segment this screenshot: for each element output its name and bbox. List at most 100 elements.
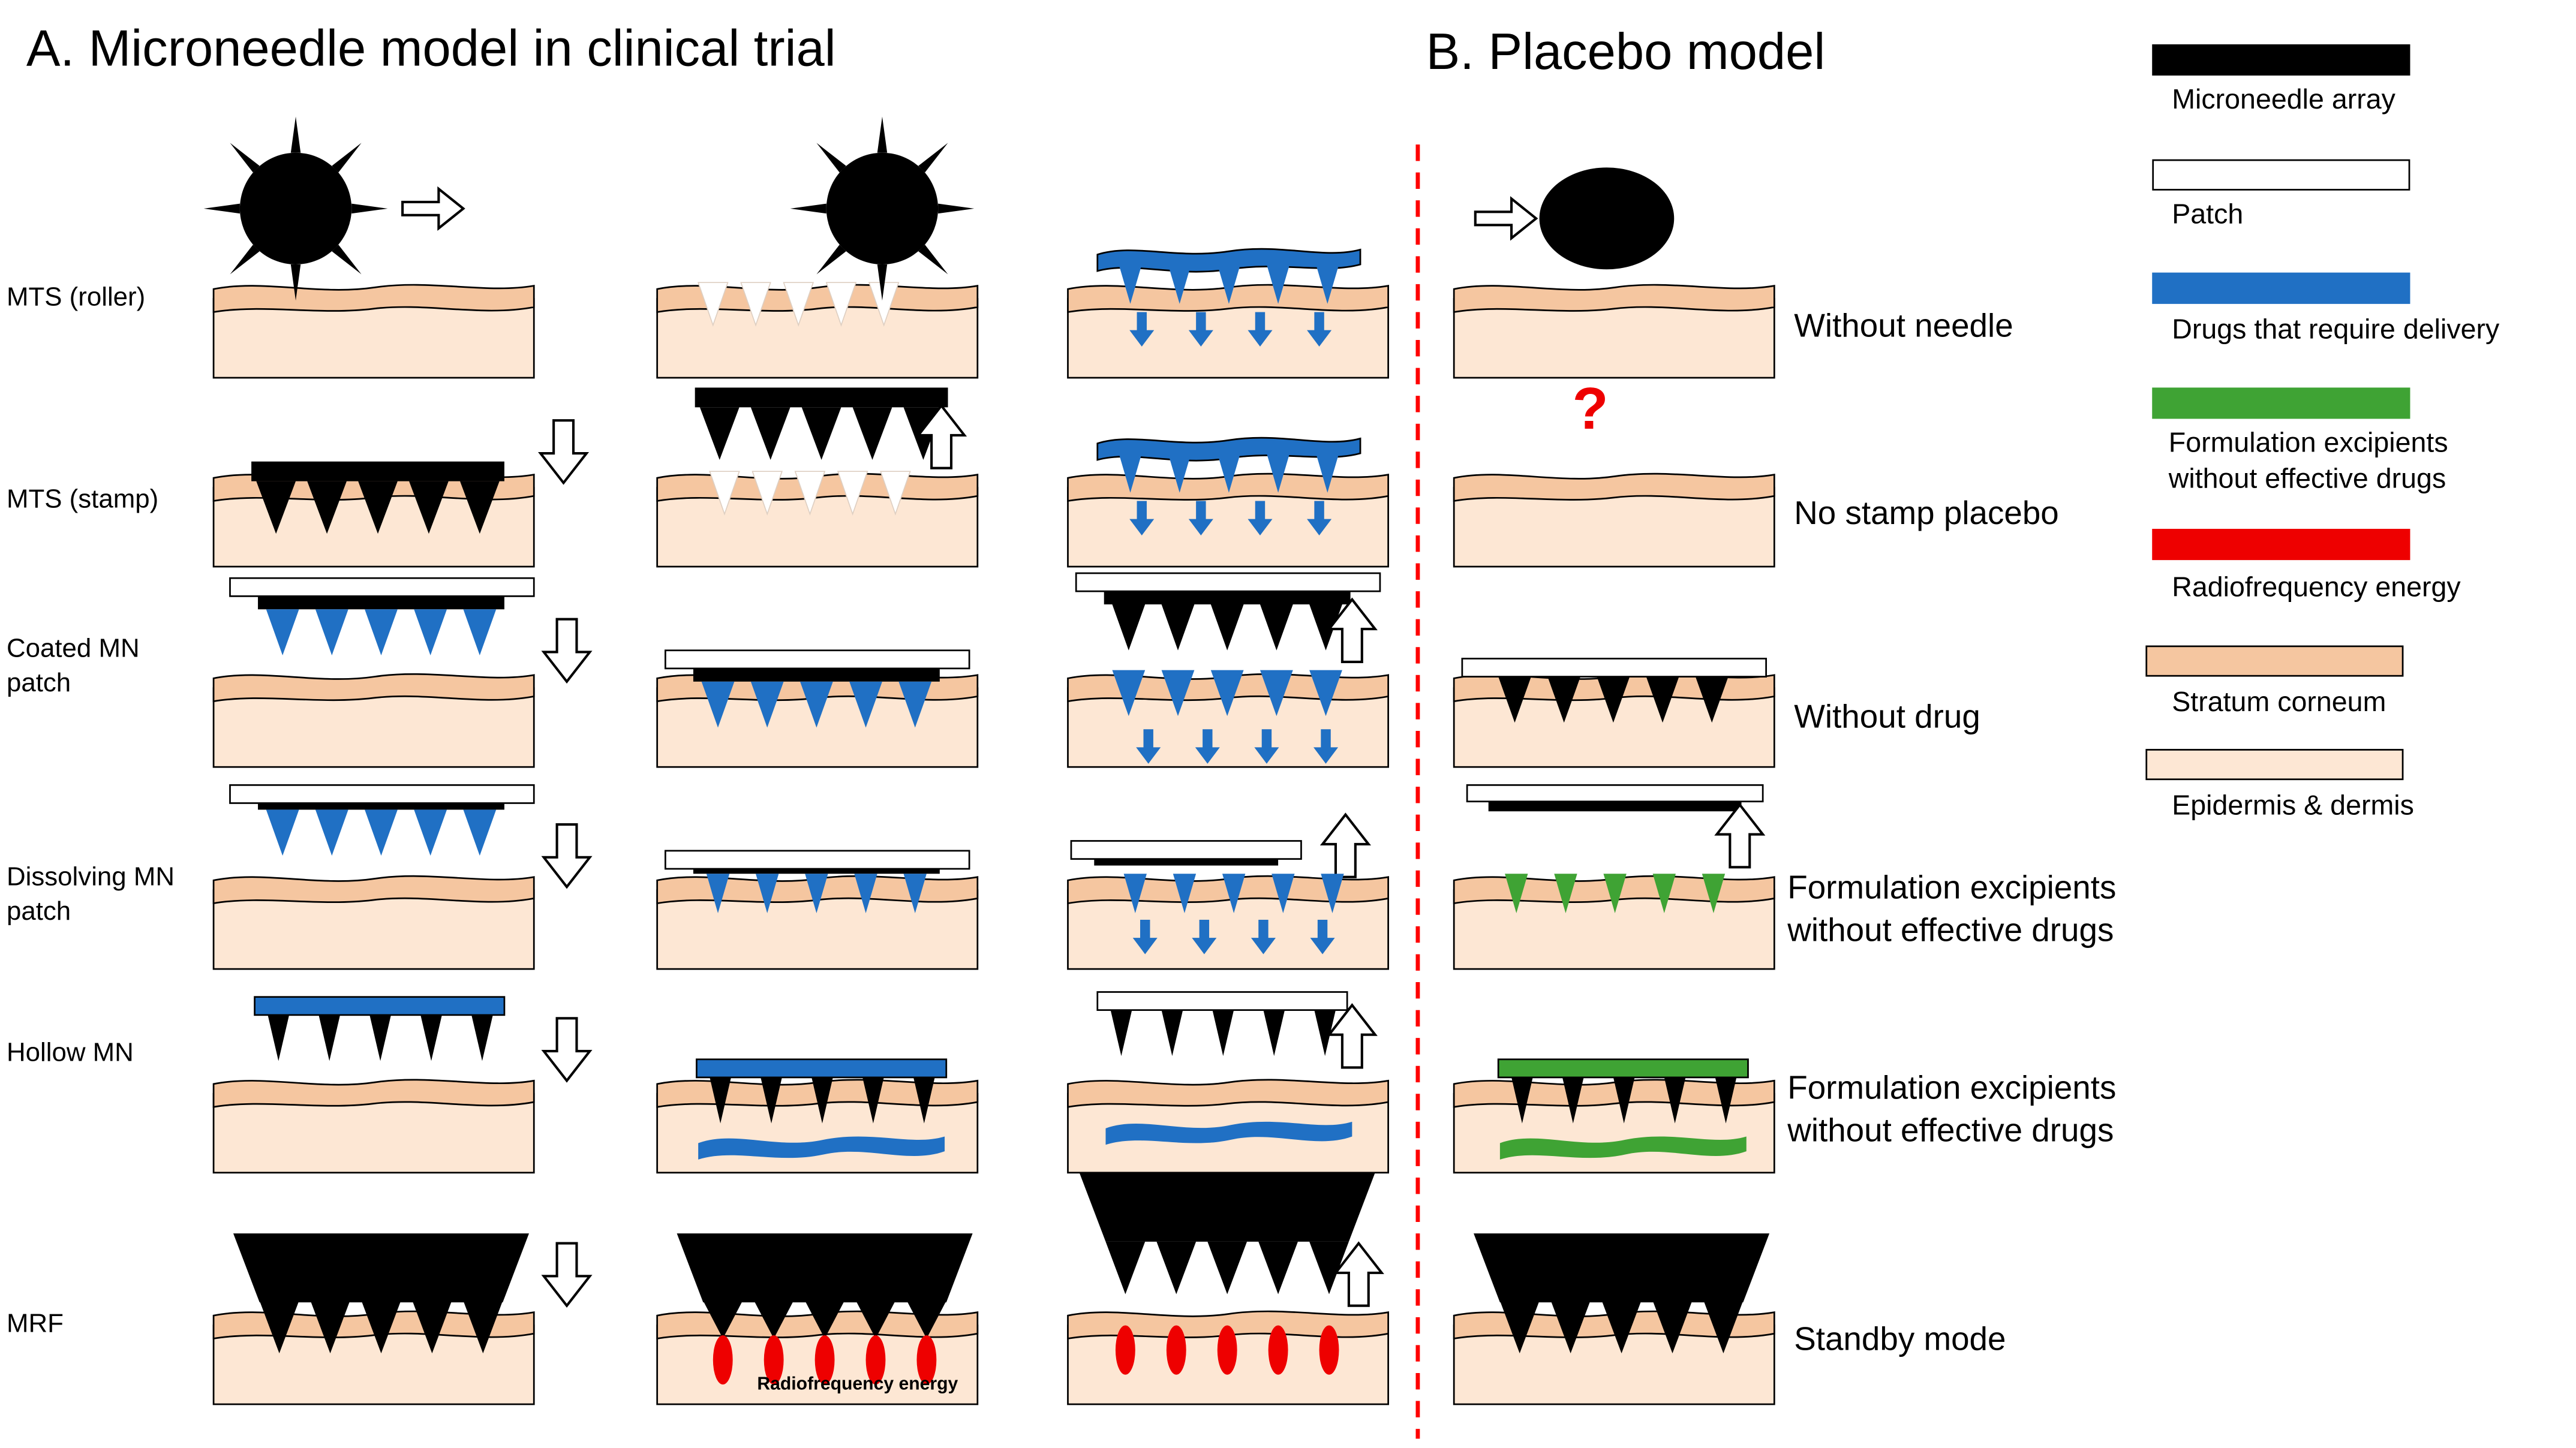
skin-block: [212, 284, 535, 379]
mrf-device: [1079, 1172, 1375, 1242]
patch-backing: [229, 577, 535, 597]
dissolving-needles: [266, 809, 497, 856]
patch-backing: [665, 850, 970, 870]
up-arrow-icon: [1322, 815, 1369, 877]
patch-backing: [1070, 840, 1302, 860]
legend-swatch-stratum: [2145, 645, 2404, 677]
microneedle-base: [1104, 591, 1351, 605]
skin-block: [1453, 472, 1775, 568]
col-placebo: [1453, 167, 1775, 1405]
rf-energy-oval: [1115, 1325, 1135, 1375]
stamp-needles: [699, 407, 943, 460]
down-arrow-icon: [544, 619, 590, 682]
row-coated-mn: [212, 572, 1389, 768]
row-mts-roller: [203, 116, 1389, 379]
legend-swatch-excipients: [2152, 387, 2410, 419]
legend-swatch-epidermis: [2145, 749, 2404, 781]
patch-backing: [1461, 658, 1768, 678]
panel-roller-step1: [203, 116, 535, 379]
mrf-device: [233, 1233, 530, 1303]
mrf-device: [1474, 1233, 1770, 1303]
panel-placebo-without-needle: [1453, 167, 1775, 379]
microneedle-base: [693, 869, 940, 874]
legend-swatch-drugs: [2152, 272, 2410, 304]
down-arrow-icon: [540, 420, 587, 483]
panel-coated-step3: [1067, 572, 1389, 768]
panel-roller-step3: [1067, 248, 1389, 379]
drug-reservoir: [696, 1058, 948, 1079]
microneedle-roller-icon: [790, 116, 975, 301]
panel-stamp-step1: [212, 420, 587, 568]
section-b-title: B. Placebo model: [1426, 23, 1826, 81]
panel-stamp-step3: [1067, 436, 1389, 568]
patch-backing: [229, 784, 535, 804]
panel-hollow-step1: [212, 996, 590, 1174]
panel-dissolving-step1: [212, 784, 590, 970]
row-label-mts-roller: MTS (roller): [6, 284, 146, 312]
patch-backing: [1466, 784, 1764, 803]
hollow-needles: [1110, 1010, 1336, 1056]
uncoated-needles: [1112, 604, 1342, 651]
legend-label-rf: Radiofrequency energy: [2172, 571, 2461, 603]
stamp-plate: [695, 387, 948, 408]
panel-placebo-excipient-dissolving: [1453, 784, 1775, 970]
row-label-hollow-mn: Hollow MN: [6, 1039, 134, 1068]
rf-energy-oval: [764, 1335, 784, 1385]
legend-swatch-microneedle-array: [2152, 44, 2410, 76]
panel-dissolving-step2: [656, 850, 979, 970]
rf-energy-oval: [865, 1335, 886, 1385]
legend-label-patch: Patch: [2172, 198, 2244, 230]
legend-label-epidermis: Epidermis & dermis: [2172, 790, 2414, 821]
row-label-coated-mn: Coated MN patch: [6, 636, 140, 698]
panel-mrf-step3: [1067, 1172, 1389, 1405]
down-arrow-icon: [544, 1244, 590, 1306]
panel-placebo-excipient-hollow: [1453, 1058, 1775, 1174]
panel-mrf-step1: [212, 1233, 590, 1405]
legend-swatch-patch: [2152, 159, 2410, 191]
panel-hollow-step3: [1067, 991, 1389, 1174]
up-arrow-icon: [1329, 1005, 1375, 1067]
panel-stamp-step2: [656, 387, 979, 568]
panel-roller-step2: [656, 116, 979, 379]
skin-block: [212, 673, 535, 768]
down-arrow-icon: [544, 824, 590, 887]
panel-mrf-step2: [656, 1233, 979, 1405]
skin-block: [212, 1079, 535, 1174]
row-dissolving-mn: [212, 784, 1389, 970]
microneedle-base: [258, 596, 504, 610]
drug-reservoir: [254, 996, 506, 1016]
legend-swatch-rf: [2152, 529, 2410, 561]
rf-energy-oval: [1268, 1325, 1288, 1375]
rf-energy-oval: [713, 1335, 733, 1385]
placebo-label-standby: Standby mode: [1794, 1322, 2006, 1359]
rf-energy-oval: [916, 1335, 937, 1385]
mrf-device: [677, 1233, 973, 1303]
panel-placebo-without-drug: [1453, 658, 1775, 768]
rf-energy-annotation: Radiofrequency energy: [757, 1374, 958, 1395]
hollow-needles: [267, 1014, 493, 1061]
microneedle-base: [1094, 859, 1279, 866]
question-mark: ?: [1572, 374, 1609, 442]
empty-reservoir: [1096, 991, 1348, 1011]
skin-block: [212, 875, 535, 970]
rf-energy-oval: [814, 1335, 835, 1385]
right-arrow-icon: [402, 189, 463, 228]
right-arrow-icon: [1475, 198, 1536, 238]
microneedle-base: [1488, 801, 1742, 812]
excipient-reservoir: [1497, 1058, 1749, 1079]
row-hollow-mn: [212, 991, 1389, 1174]
placebo-label-no-stamp: No stamp placebo: [1794, 496, 2059, 532]
row-label-mts-stamp: MTS (stamp): [6, 486, 159, 514]
mrf-needles: [1105, 1241, 1349, 1295]
skin-block: [1453, 284, 1775, 379]
patch-backing: [1075, 572, 1381, 592]
legend-label-excipients: Formulation excipients without effective…: [2168, 427, 2448, 495]
legend-label-drugs: Drugs that require delivery: [2172, 314, 2500, 345]
placebo-label-excipients-2: Formulation excipients without effective…: [1787, 1070, 2117, 1150]
microneedle-roller-icon: [203, 116, 388, 301]
stamp-plate: [251, 461, 504, 481]
microneedle-base: [258, 803, 504, 810]
down-arrow-icon: [544, 1018, 590, 1080]
placebo-label-excipients-1: Formulation excipients without effective…: [1787, 870, 2117, 950]
